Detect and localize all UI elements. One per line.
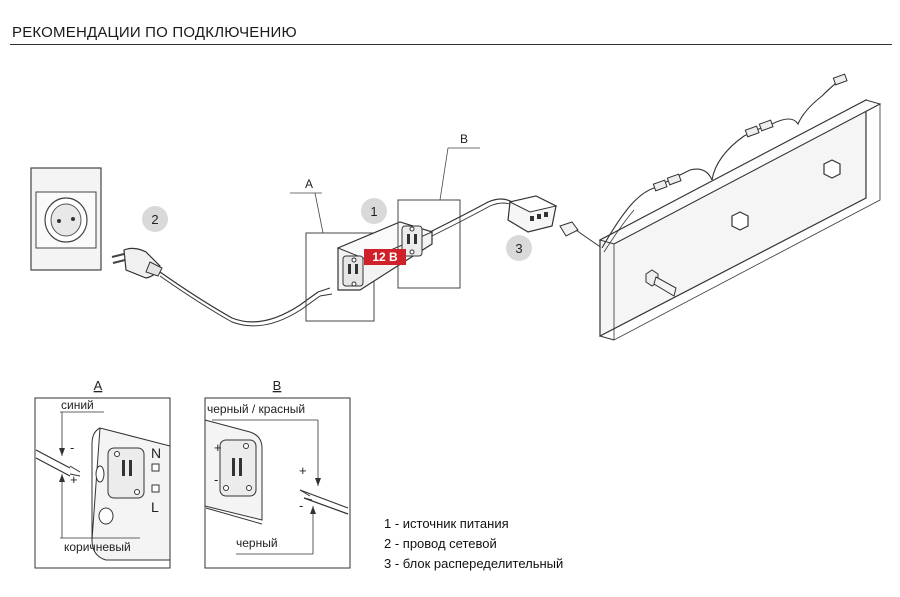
- svg-text:3: 3: [515, 241, 522, 256]
- terminal-l: L: [151, 499, 159, 515]
- page-title: РЕКОМЕНДАЦИИ ПО ПОДКЛЮЧЕНИЮ: [12, 24, 297, 41]
- terminal-n: N: [151, 445, 161, 461]
- wall-socket-icon: [30, 167, 102, 271]
- detail-a-plus: +: [70, 472, 78, 487]
- label-black-red-wire: черный / красный: [207, 402, 305, 416]
- callout-box-b: [397, 147, 480, 289]
- callout-label-a: A: [305, 177, 313, 191]
- number-badge-2: 2: [142, 206, 168, 232]
- detail-b-connector-plus: +: [214, 440, 222, 455]
- detail-a-minus: -: [70, 440, 74, 455]
- voltage-badge: 12 В: [364, 249, 406, 265]
- legend-item-2: 2 - провод сетевой: [384, 536, 497, 551]
- label-black-wire: черный: [236, 536, 278, 550]
- output-connector: [401, 225, 423, 257]
- callout-label-b: B: [460, 132, 468, 146]
- legend-item-3: 3 - блок распеределительный: [384, 556, 564, 571]
- svg-text:12 В: 12 В: [372, 250, 398, 264]
- distribution-block: [507, 195, 558, 233]
- low-voltage-wire: [429, 198, 513, 233]
- detail-a-heading: A: [94, 378, 103, 393]
- mains-cord: [159, 271, 319, 323]
- detail-a-psu-drawing: [35, 411, 171, 561]
- svg-text:2: 2: [151, 212, 158, 227]
- number-badge-1: 1: [361, 198, 387, 224]
- small-connector-plug: [559, 221, 603, 249]
- mains-plug-icon: [111, 247, 163, 279]
- label-brown-wire: коричневый: [64, 540, 131, 554]
- number-badge-3: 3: [506, 235, 532, 261]
- detail-b-heading: B: [273, 378, 282, 393]
- svg-text:1: 1: [370, 204, 377, 219]
- detail-b-connector-minus: -: [214, 472, 218, 487]
- legend: 1 - источник питания 2 - провод сетевой …: [384, 514, 563, 574]
- detail-b-wire-plus: +: [299, 463, 307, 478]
- legend-item-1: 1 - источник питания: [384, 516, 509, 531]
- cabinet-panel: [598, 99, 882, 341]
- label-blue-wire: синий: [61, 398, 94, 412]
- detail-b-psu-drawing: [204, 419, 349, 555]
- light-wiring: [601, 73, 848, 253]
- title-divider: [10, 44, 892, 45]
- detail-b-wire-minus: -: [299, 498, 303, 513]
